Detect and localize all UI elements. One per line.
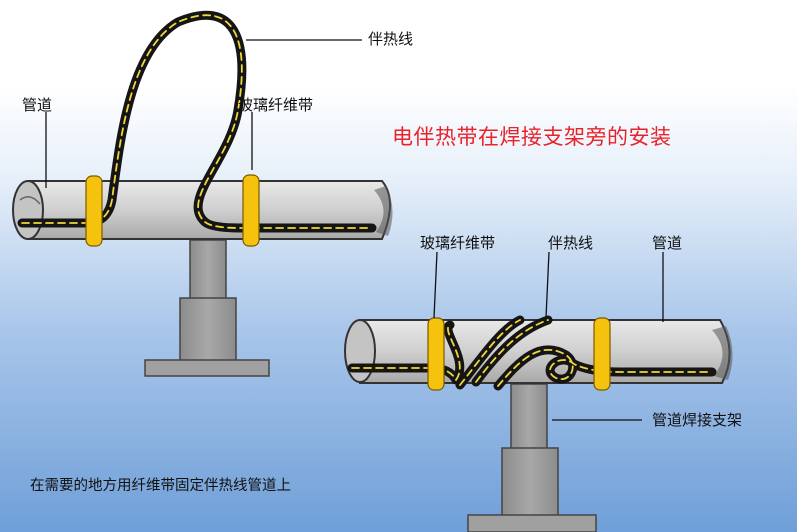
right-heating-cable	[347, 315, 717, 391]
right-support	[467, 383, 597, 532]
label-right-fiber-tape: 玻璃纤维带	[420, 234, 496, 252]
label-left-heating-cable: 伴热线	[368, 30, 414, 48]
diagram-title: 电伴热带在焊接支架旁的安装	[392, 125, 672, 149]
left-leader-lines	[45, 39, 362, 188]
left-assembly	[12, 10, 393, 377]
left-fiber-tapes	[85, 174, 260, 247]
right-assembly	[344, 251, 733, 532]
label-right-pipe: 管道	[652, 234, 683, 252]
right-leader-lines	[433, 251, 664, 421]
label-right-heating-cable: 伴热线	[548, 234, 594, 252]
right-fiber-tapes	[427, 317, 611, 391]
diagram-caption: 在需要的地方用纤维带固定伴热线管道上	[30, 478, 291, 494]
label-left-pipe: 管道	[22, 96, 53, 114]
label-right-support: 管道焊接支架	[652, 411, 743, 429]
left-heating-cable	[17, 10, 377, 233]
left-support	[144, 239, 270, 377]
label-left-fiber-tape: 玻璃纤维带	[238, 96, 314, 114]
